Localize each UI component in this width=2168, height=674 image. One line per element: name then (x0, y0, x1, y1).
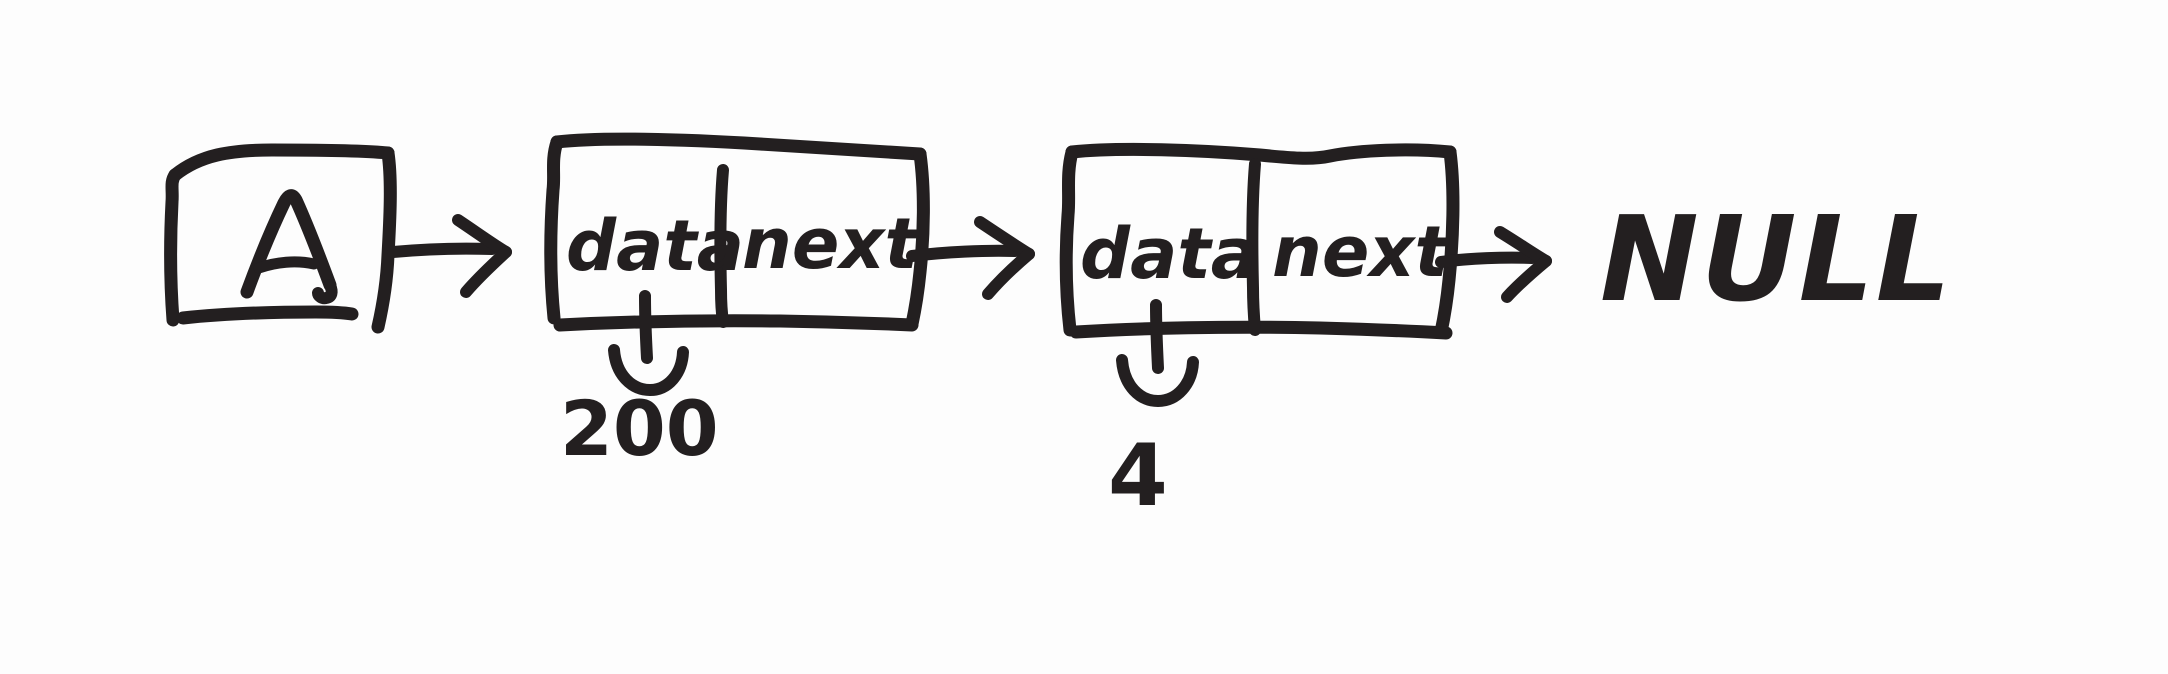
arrow2-head-lower (982, 248, 1035, 300)
node1-right-edge (905, 147, 930, 331)
node-2-box[interactable] (1059, 142, 1460, 340)
node2-value-arrow-stem (1150, 299, 1164, 374)
head-label-A-left-stroke (240, 189, 337, 299)
node-1-data-text: data (566, 205, 744, 287)
node-1-next-text: next (742, 203, 920, 285)
node-2-data-value: 4 (1108, 426, 1168, 526)
node-1-next-label: next (742, 203, 920, 285)
head-box[interactable] (164, 143, 397, 334)
node2-bottom-edge (1069, 320, 1453, 340)
node-1-box[interactable] (544, 132, 930, 332)
node1-top-edge (550, 132, 927, 161)
node2-right-edge (1434, 145, 1460, 339)
arrow-head-to-node1 (387, 214, 512, 298)
arrow3-head-lower (1501, 255, 1552, 303)
node1-bottom-edge (553, 314, 919, 332)
node1-left-edge (544, 135, 564, 325)
node1-value-arrow-stem (639, 290, 653, 364)
arrow-node1-to-node2 (906, 216, 1035, 300)
node-1-data-value: 200 (560, 384, 719, 473)
arrow1-shaft (387, 242, 498, 258)
head-box-top-edge (168, 143, 395, 182)
node-2-data-text: data (1080, 213, 1258, 295)
node-2-value-arrow (1116, 299, 1199, 407)
head-box-left-edge (164, 168, 182, 327)
node-2-next-text: next (1272, 211, 1450, 293)
head-box-right-edge (371, 146, 397, 334)
node2-top-edge (1065, 142, 1457, 165)
arrow2-shaft (906, 244, 1021, 262)
node2-left-edge (1059, 145, 1079, 337)
head-label-A-crossbar (253, 256, 320, 274)
node2-value-arrow-hook (1116, 354, 1199, 407)
arrow1-head-lower (460, 246, 512, 298)
null-terminator-label: NULL (1600, 190, 1953, 328)
node-2-data-label: data (1080, 213, 1258, 295)
node1-value-arrow-hook (608, 344, 689, 396)
node-2-next-label: next (1272, 211, 1450, 293)
node-1-value-arrow (608, 290, 689, 396)
node-1-data-label: data (566, 205, 744, 287)
arrow-node2-to-null (1435, 226, 1552, 303)
head-box-bottom-edge (176, 305, 359, 325)
node2-cell-divider (1246, 158, 1261, 336)
node1-cell-divider (714, 164, 729, 328)
head-label-A (240, 189, 338, 305)
arrow3-shaft (1435, 251, 1538, 268)
head-label-A-tail (312, 279, 338, 305)
